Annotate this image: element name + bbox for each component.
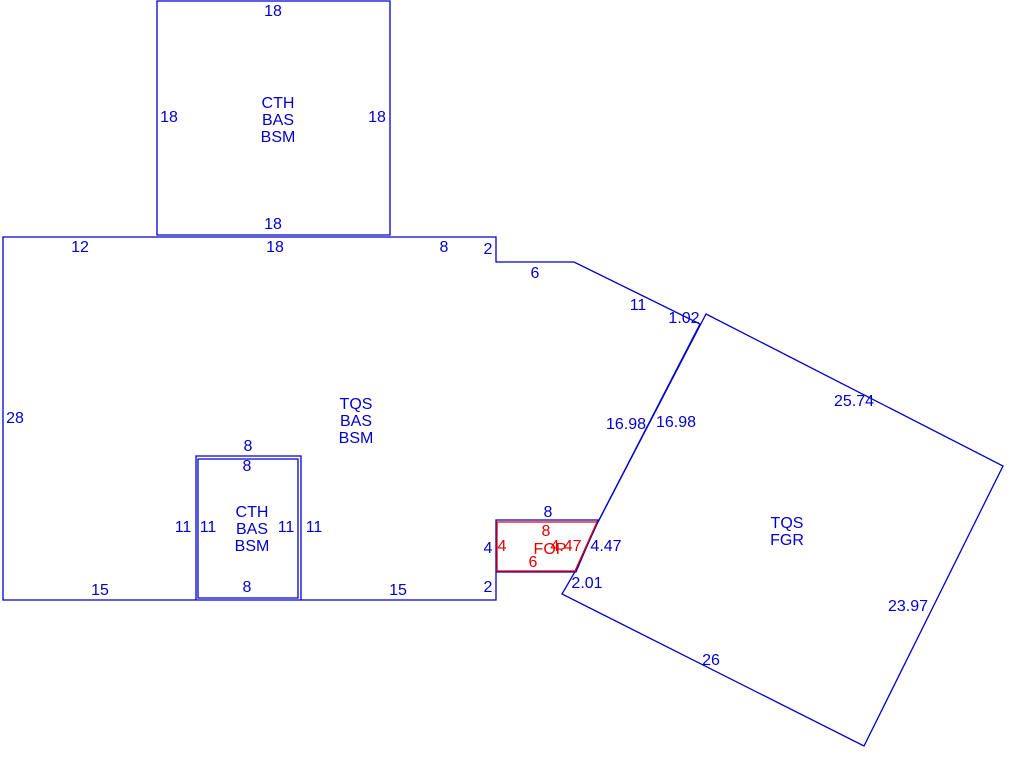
- garage-dim-right: 23.97: [888, 598, 928, 615]
- garage-dim-bottom: 26: [702, 652, 720, 669]
- porch: 8 4 8 4 4.47 6 FOP: [484, 504, 599, 573]
- garage-outline: [561, 313, 1004, 747]
- inner-dim-left-outer: 11: [175, 519, 192, 536]
- main-dim-left: 28: [6, 410, 24, 427]
- top-room-dim-bottom: 18: [264, 216, 282, 233]
- main-dim-jog: 6: [531, 265, 540, 282]
- top-room-code-3: BSM: [261, 129, 296, 146]
- porch-dim-right-inner: 4.47: [550, 538, 581, 555]
- top-room-dim-top: 18: [264, 3, 282, 20]
- inner-dim-bottom: 8: [243, 579, 252, 596]
- inner-room: 8 8 11 11 11 11 8 CTH BAS BSM: [175, 438, 323, 601]
- inner-dim-right-inner: 11: [278, 519, 295, 536]
- porch-dim-left-inner: 4: [498, 538, 507, 555]
- main-house-bottom-right: [301, 572, 497, 601]
- inner-room-code-3: BSM: [235, 538, 270, 555]
- inner-room-code-1: CTH: [236, 504, 269, 521]
- top-room-code-2: BAS: [262, 112, 294, 129]
- main-dim-bottom-step: 2: [484, 579, 493, 596]
- main-dim-bottom-left: 15: [91, 582, 109, 599]
- garage-code-2: FGR: [770, 532, 804, 549]
- porch-dim-top-outer: 8: [544, 504, 553, 521]
- garage-dim-left-edge: 16.98: [656, 414, 696, 431]
- porch-dim-bottom-inner: 6: [529, 554, 538, 571]
- porch-dim-top-inner: 8: [542, 523, 551, 540]
- inner-dim-left-inner: 11: [200, 519, 217, 536]
- top-room-code-1: CTH: [262, 95, 295, 112]
- main-dim-top-left: 12: [71, 239, 89, 256]
- main-house-code-3: BSM: [339, 430, 374, 447]
- main-house-outline: [2, 236, 701, 601]
- main-dim-diagonal: 16.98: [606, 416, 646, 433]
- garage-dim-porch-edge: 4.47: [590, 538, 621, 555]
- main-dim-short-angled: 1.02: [668, 310, 699, 327]
- inner-room-inner-outline: [197, 458, 299, 599]
- garage-code-1: TQS: [771, 515, 804, 532]
- top-room-dim-right: 18: [368, 109, 386, 126]
- inner-room-code-2: BAS: [236, 521, 268, 538]
- main-dim-bottom-right: 15: [389, 582, 407, 599]
- main-house-code-1: TQS: [340, 396, 373, 413]
- porch-code-1: FOP: [534, 541, 567, 558]
- main-dim-angled: 11: [630, 297, 647, 314]
- main-dim-top-right: 8: [440, 239, 449, 256]
- garage-dim-small-edge: 2.01: [571, 575, 602, 592]
- inner-dim-top-outer: 8: [244, 438, 253, 455]
- inner-dim-top-inner: 8: [243, 458, 252, 475]
- inner-room-outer-outline: [195, 455, 302, 601]
- inner-dim-right-outer: 11: [306, 519, 323, 536]
- porch-outer-outline: [495, 519, 599, 573]
- top-room-outline: [156, 0, 391, 236]
- porch-dim-left-outer: 4: [484, 540, 493, 557]
- top-room: 18 18 18 18 CTH BAS BSM: [156, 0, 391, 236]
- main-dim-top-middle: 18: [266, 239, 284, 256]
- main-house-code-2: BAS: [340, 413, 372, 430]
- main-house: 12 18 8 2 6 11 1.02 16.98 28 15 15 2 TQS…: [2, 236, 701, 601]
- main-dim-step-down: 2: [484, 241, 493, 258]
- garage: 25.74 16.98 23.97 26 2.01 4.47 TQS FGR: [561, 313, 1004, 747]
- garage-dim-top: 25.74: [834, 393, 874, 410]
- top-room-dim-left: 18: [160, 109, 178, 126]
- porch-inner-outline: [496, 521, 599, 572]
